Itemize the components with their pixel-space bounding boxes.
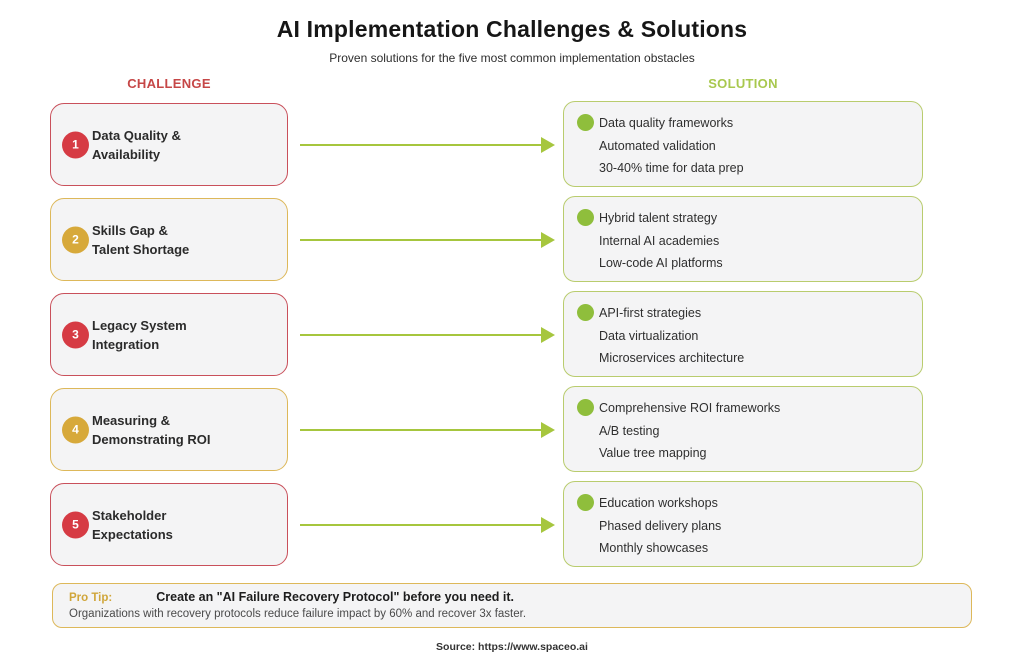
solution-item: Automated validation <box>599 138 716 153</box>
solution-item: Comprehensive ROI frameworks <box>599 401 781 415</box>
arrow-line <box>300 239 541 241</box>
challenge-box-2: 2 Skills Gap & Talent Shortage <box>50 198 288 281</box>
challenge-label: Data Quality & Availability <box>92 126 181 164</box>
pro-tip-title: Create an "AI Failure Recovery Protocol"… <box>156 590 515 604</box>
challenge-box-4: 4 Measuring & Demonstrating ROI <box>50 388 288 471</box>
challenge-label-line2: Integration <box>92 336 160 352</box>
solution-item: Low-code AI platforms <box>599 256 723 270</box>
solution-dot-icon <box>577 209 594 226</box>
challenge-box-3: 3 Legacy System Integration <box>50 293 288 376</box>
solution-item: Education workshops <box>599 496 718 510</box>
solution-list: Hybrid talent strategy Internal AI acade… <box>599 207 723 275</box>
challenge-solution-row: 1 Data Quality & Availability Data quali… <box>0 101 1024 187</box>
challenge-label-line2: Demonstrating ROI <box>92 431 211 447</box>
challenge-number-badge: 4 <box>62 416 89 443</box>
solution-item: Phased delivery plans <box>599 518 722 533</box>
solution-dot-icon <box>577 114 594 131</box>
challenge-label-line1: Legacy System <box>92 317 187 333</box>
arrow-line <box>300 524 541 526</box>
challenge-number-badge: 3 <box>62 321 89 348</box>
pro-tip-body: Organizations with recovery protocols re… <box>69 608 527 620</box>
solution-item: A/B testing <box>599 423 660 438</box>
solution-list: API-first strategies Data virtualization… <box>599 302 744 370</box>
solution-box-2: Hybrid talent strategy Internal AI acade… <box>563 196 923 282</box>
solution-list: Data quality frameworks Automated valida… <box>599 112 744 180</box>
challenge-label-line2: Availability <box>92 146 161 162</box>
challenge-label: Measuring & Demonstrating ROI <box>92 411 210 449</box>
arrow-head-icon <box>541 327 555 343</box>
solution-box-5: Education workshops Phased delivery plan… <box>563 481 923 567</box>
solution-dot-icon <box>577 494 594 511</box>
challenge-solution-row: 2 Skills Gap & Talent Shortage Hybrid ta… <box>0 196 1024 282</box>
solution-item: Monthly showcases <box>599 541 709 555</box>
arrow-head-icon <box>541 422 555 438</box>
arrow-line <box>300 144 541 146</box>
solution-dot-icon <box>577 399 594 416</box>
challenge-number-badge: 5 <box>62 511 89 538</box>
arrow-head-icon <box>541 137 555 153</box>
challenge-label-line1: Stakeholder <box>92 507 167 523</box>
solution-item: Value tree mapping <box>599 446 707 460</box>
challenge-column-header: CHALLENGE <box>127 76 211 91</box>
solution-box-1: Data quality frameworks Automated valida… <box>563 101 923 187</box>
challenge-number-badge: 1 <box>62 131 89 158</box>
solution-item: Data virtualization <box>599 328 699 343</box>
pro-tip-box: Pro Tip: Create an "AI Failure Recovery … <box>52 583 972 628</box>
challenge-label-line1: Measuring & <box>92 412 171 428</box>
challenge-label-line2: Expectations <box>92 526 173 542</box>
challenge-label-line1: Data Quality & <box>92 127 181 143</box>
solution-item: Hybrid talent strategy <box>599 211 718 225</box>
challenge-label-line2: Talent Shortage <box>92 241 190 257</box>
challenge-label: Skills Gap & Talent Shortage <box>92 221 189 259</box>
solution-box-3: API-first strategies Data virtualization… <box>563 291 923 377</box>
solution-list: Education workshops Phased delivery plan… <box>599 492 721 560</box>
solution-list: Comprehensive ROI frameworks A/B testing… <box>599 397 780 465</box>
challenge-label: Legacy System Integration <box>92 316 187 354</box>
solution-item: 30-40% time for data prep <box>599 161 744 175</box>
solution-item: Internal AI academies <box>599 233 720 248</box>
challenge-label: Stakeholder Expectations <box>92 506 173 544</box>
arrow-head-icon <box>541 517 555 533</box>
pro-tip-headline: Pro Tip: Create an "AI Failure Recovery … <box>69 590 955 604</box>
source-attribution: Source: https://www.spaceo.ai <box>436 641 588 653</box>
challenge-box-5: 5 Stakeholder Expectations <box>50 483 288 566</box>
arrow-line <box>300 429 541 431</box>
solution-item: Microservices architecture <box>599 351 745 365</box>
challenge-number-badge: 2 <box>62 226 89 253</box>
challenge-box-1: 1 Data Quality & Availability <box>50 103 288 186</box>
solution-item: Data quality frameworks <box>599 116 734 130</box>
challenge-solution-row: 4 Measuring & Demonstrating ROI Comprehe… <box>0 386 1024 472</box>
arrow-head-icon <box>541 232 555 248</box>
arrow-line <box>300 334 541 336</box>
challenge-solution-row: 5 Stakeholder Expectations Education wor… <box>0 481 1024 567</box>
solution-dot-icon <box>577 304 594 321</box>
page-title: AI Implementation Challenges & Solutions <box>276 16 748 42</box>
pro-tip-label: Pro Tip: <box>69 592 113 604</box>
solution-column-header: SOLUTION <box>708 76 778 91</box>
page-subtitle: Proven solutions for the five most commo… <box>329 51 695 65</box>
solution-item: API-first strategies <box>599 306 702 320</box>
solution-box-4: Comprehensive ROI frameworks A/B testing… <box>563 386 923 472</box>
challenge-solution-row: 3 Legacy System Integration API-first st… <box>0 291 1024 377</box>
challenge-label-line1: Skills Gap & <box>92 222 168 238</box>
